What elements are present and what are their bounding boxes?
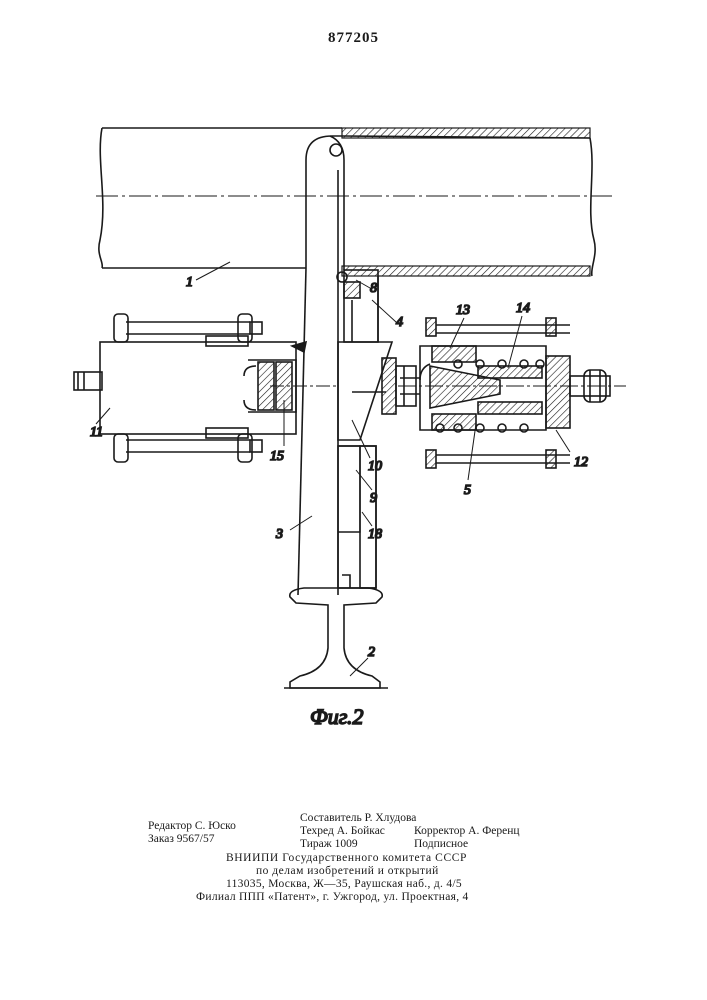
label-part-13: 13 [456, 303, 470, 318]
label-part-3: 3 [275, 527, 283, 542]
label-part-11: 11 [90, 425, 103, 440]
org-line-1: ВНИИПИ Государственного комитета СССР [226, 852, 467, 865]
label-part-8: 8 [370, 281, 377, 296]
org-line-2: по делам изобретений и открытий [256, 865, 439, 878]
address-text: 113035, Москва, Ж—35, Раушская наб., д. … [226, 878, 462, 891]
label-part-4: 4 [396, 315, 403, 330]
branch-text: Филиал ППП «Патент», г. Ужгород, ул. Про… [196, 891, 469, 904]
circulation-text: Тираж 1009 [300, 838, 358, 851]
techred-text: Техред А. Бойкас [300, 825, 385, 838]
label-part-18: 18 [368, 527, 382, 542]
compiler-text: Составитель Р. Хлудова [300, 812, 416, 825]
beam-part-1 [96, 128, 612, 276]
label-part-1: 1 [186, 275, 193, 290]
label-part-12: 12 [574, 455, 588, 470]
label-part-15: 15 [270, 449, 284, 464]
technical-drawing: 1 2 3 4 5 8 9 10 11 12 13 14 15 18 Фиг.2 [0, 0, 707, 760]
rail-part-2 [284, 588, 388, 688]
label-part-9: 9 [370, 491, 377, 506]
label-part-14: 14 [516, 301, 530, 316]
figure-caption: Фиг.2 [310, 704, 364, 729]
editor-text: Редактор С. Юско [148, 820, 236, 833]
order-text: Заказ 9567/57 [148, 833, 215, 846]
label-part-10: 10 [368, 459, 382, 474]
leader-lines [96, 262, 570, 676]
wedge-part-10 [338, 342, 396, 440]
label-part-5: 5 [464, 483, 471, 498]
post-part-3 [298, 136, 344, 595]
corrector-text: Корректор А. Ференц [414, 825, 520, 838]
subscription-text: Подписное [414, 838, 468, 851]
label-part-2: 2 [368, 645, 375, 660]
left-clamp-part-11 [74, 314, 336, 462]
right-actuator-part-12 [396, 318, 626, 468]
